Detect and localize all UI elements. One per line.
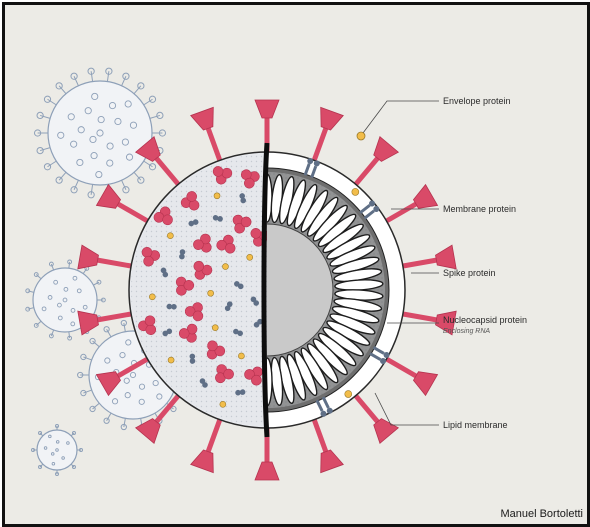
label-enclosing-rna: Enclosing RNA bbox=[443, 328, 490, 335]
coronavirus-diagram: Envelope protein Membrane protein Spike … bbox=[5, 5, 587, 524]
envelope-protein-dot bbox=[238, 353, 244, 359]
envelope-protein-dot bbox=[220, 401, 226, 407]
envelope-protein-dot bbox=[168, 357, 174, 363]
spike-protein bbox=[78, 245, 135, 278]
envelope-protein-dot bbox=[247, 254, 253, 260]
envelope-protein-dot bbox=[222, 264, 228, 270]
envelope-protein bbox=[345, 391, 352, 398]
label-envelope-protein: Envelope protein bbox=[443, 96, 511, 106]
label-lipid-membrane: Lipid membrane bbox=[443, 420, 508, 430]
label-spike-protein: Spike protein bbox=[443, 268, 496, 278]
envelope-protein bbox=[352, 188, 359, 195]
label-nucleocapsid-protein: Nucleocapsid protein bbox=[443, 315, 527, 325]
envelope-protein-dot bbox=[149, 294, 155, 300]
spike-protein bbox=[191, 107, 232, 166]
envelope-protein-dot bbox=[167, 233, 173, 239]
envelope-protein-dot bbox=[214, 193, 220, 199]
image-credit: Manuel Bortoletti bbox=[500, 508, 583, 520]
spike-protein bbox=[302, 107, 343, 166]
background-virus bbox=[34, 68, 165, 198]
envelope-protein-dot bbox=[208, 290, 214, 296]
spike-protein bbox=[191, 414, 232, 473]
background-virus bbox=[32, 425, 83, 476]
envelope-protein-dot bbox=[212, 325, 218, 331]
label-membrane-protein: Membrane protein bbox=[443, 204, 516, 214]
spike-protein bbox=[302, 414, 343, 473]
envelope-protein-marker bbox=[357, 132, 365, 140]
